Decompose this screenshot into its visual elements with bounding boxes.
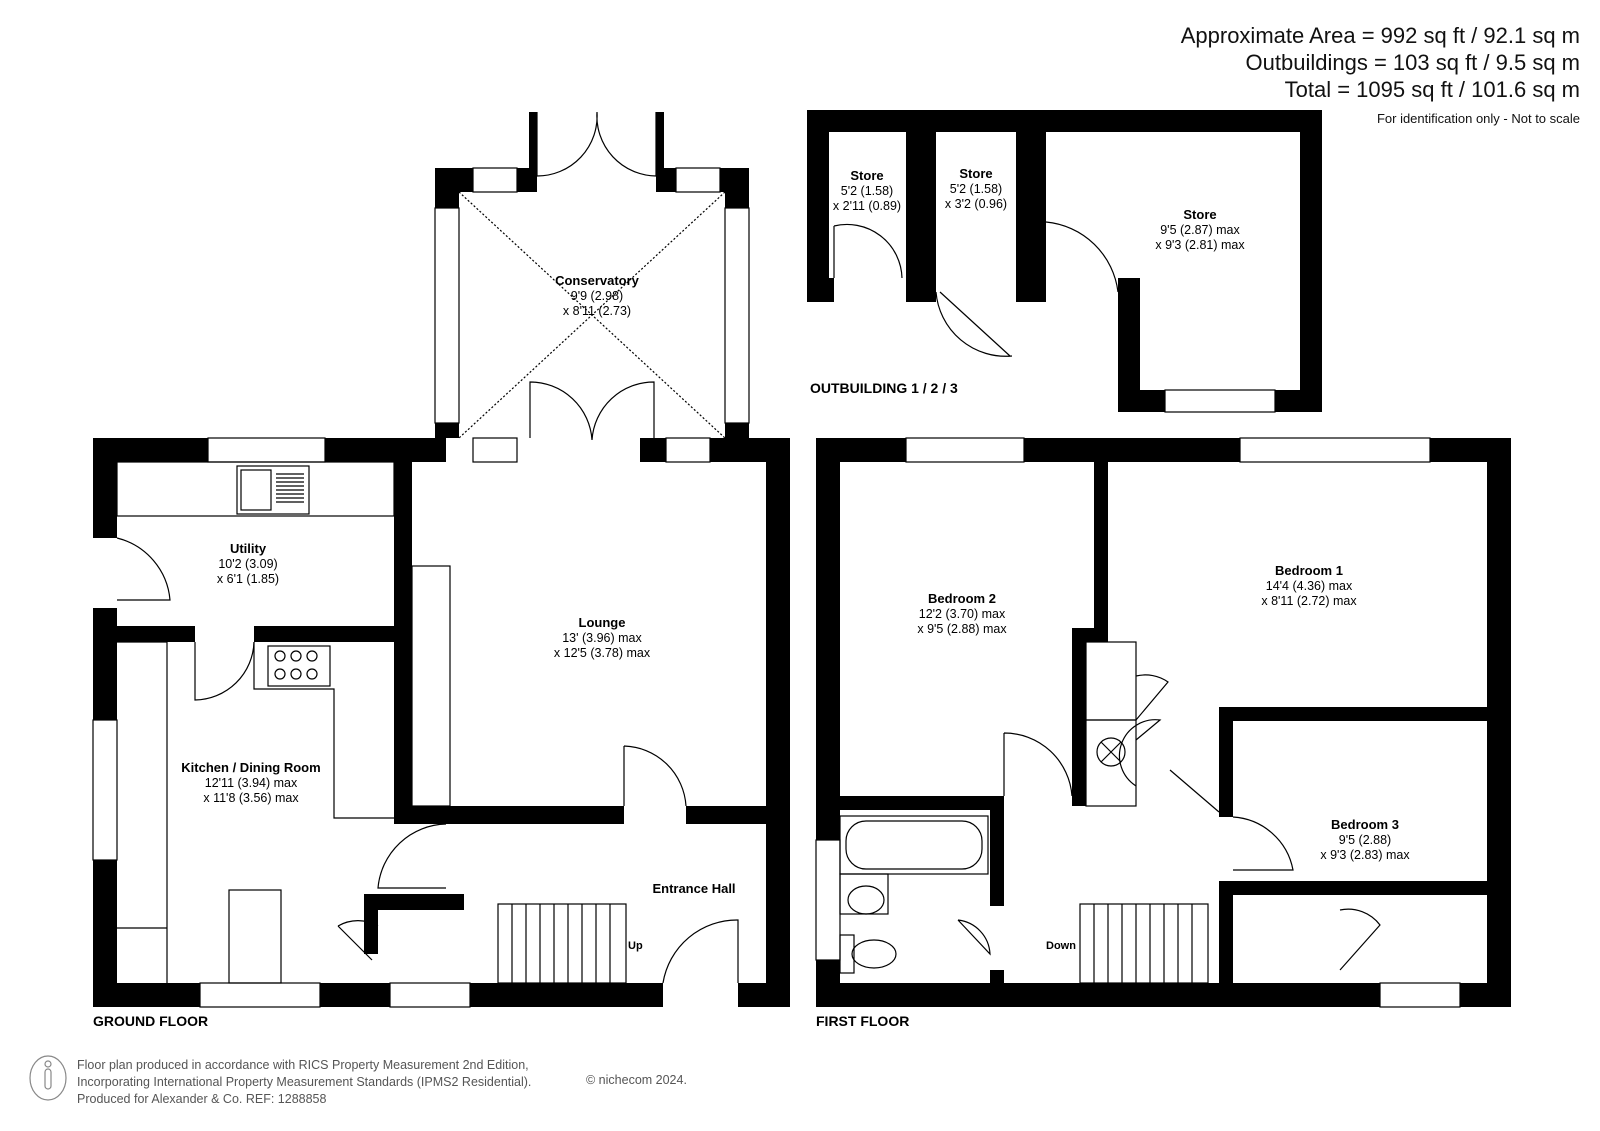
store2-name: Store	[959, 166, 992, 181]
stairs-up-label: Up	[628, 940, 643, 952]
footer-notes: Floor plan produced in accordance with R…	[77, 1057, 531, 1108]
outbuildings-area: Outbuildings = 103 sq ft / 9.5 sq m	[1245, 50, 1580, 75]
copyright: © nichecom 2024.	[586, 1073, 687, 1087]
ground-floor-fittings	[116, 461, 627, 984]
first-floor-fittings	[839, 641, 1209, 984]
conservatory-name: Conservatory	[555, 273, 640, 288]
store1-dim1: 5'2 (1.58)	[841, 184, 893, 198]
ground-floor-doors	[116, 381, 739, 984]
bedroom3-name: Bedroom 3	[1331, 817, 1399, 832]
conservatory-dim1: 9'9 (2.98)	[571, 289, 623, 303]
outbuilding-label: OUTBUILDING 1 / 2 / 3	[810, 380, 958, 396]
bedroom3-dim2: x 9'3 (2.83) max	[1320, 848, 1410, 862]
lounge-dim1: 13' (3.96) max	[562, 631, 642, 645]
first-floor-walls	[816, 438, 1511, 1007]
bedroom1-dim1: 14'4 (4.36) max	[1266, 579, 1353, 593]
store3-dim1: 9'5 (2.87) max	[1160, 223, 1240, 237]
ground-floor-windows	[92, 437, 471, 1008]
bedroom1-name: Bedroom 1	[1275, 563, 1343, 578]
ground-floor-label: GROUND FLOOR	[93, 1013, 208, 1029]
first-floor-windows	[815, 437, 1461, 1008]
footer-line-2: Incorporating International Property Mea…	[77, 1075, 532, 1089]
lounge-dim2: x 12'5 (3.78) max	[554, 646, 651, 660]
outbuilding-doors	[833, 221, 1119, 357]
ground-floor-walls	[93, 438, 790, 1007]
store1-dim2: x 2'11 (0.89)	[833, 199, 901, 213]
first-floor-doors	[957, 674, 1381, 971]
utility-dim1: 10'2 (3.09)	[218, 557, 277, 571]
first-floor-label: FIRST FLOOR	[816, 1013, 909, 1029]
approximate-area: Approximate Area = 992 sq ft / 92.1 sq m	[1180, 23, 1580, 48]
kitchen-dim2: x 11'8 (3.56) max	[203, 791, 299, 805]
utility-dim2: x 6'1 (1.85)	[217, 572, 279, 586]
person-icon	[29, 1055, 67, 1101]
stairs-down-label: Down	[1046, 940, 1076, 952]
disclaimer-note: For identification only - Not to scale	[1376, 111, 1580, 126]
bedroom2-dim1: 12'2 (3.70) max	[919, 607, 1006, 621]
footer-line-1: Floor plan produced in accordance with R…	[77, 1058, 529, 1072]
store3-name: Store	[1183, 207, 1216, 222]
conservatory-walls	[434, 111, 750, 463]
bedroom3-dim1: 9'5 (2.88)	[1339, 833, 1391, 847]
outbuilding-walls	[807, 110, 1322, 413]
total-area: Total = 1095 sq ft / 101.6 sq m	[1284, 77, 1580, 102]
utility-name: Utility	[230, 541, 267, 556]
lounge-name: Lounge	[579, 615, 626, 630]
store3-dim2: x 9'3 (2.81) max	[1155, 238, 1245, 252]
bedroom1-dim2: x 8'11 (2.72) max	[1261, 594, 1357, 608]
footer-line-3: Produced for Alexander & Co. REF: 128885…	[77, 1092, 327, 1106]
store2-dim2: x 3'2 (0.96)	[945, 197, 1007, 211]
kitchen-name: Kitchen / Dining Room	[181, 760, 320, 775]
store2-dim1: 5'2 (1.58)	[950, 182, 1002, 196]
entrance-hall-name: Entrance Hall	[652, 881, 735, 896]
store1-name: Store	[850, 168, 883, 183]
conservatory-dim2: x 8'11 (2.73)	[563, 304, 631, 318]
kitchen-dim1: 12'11 (3.94) max	[205, 776, 298, 790]
bedroom2-name: Bedroom 2	[928, 591, 996, 606]
bedroom2-dim2: x 9'5 (2.88) max	[917, 622, 1007, 636]
